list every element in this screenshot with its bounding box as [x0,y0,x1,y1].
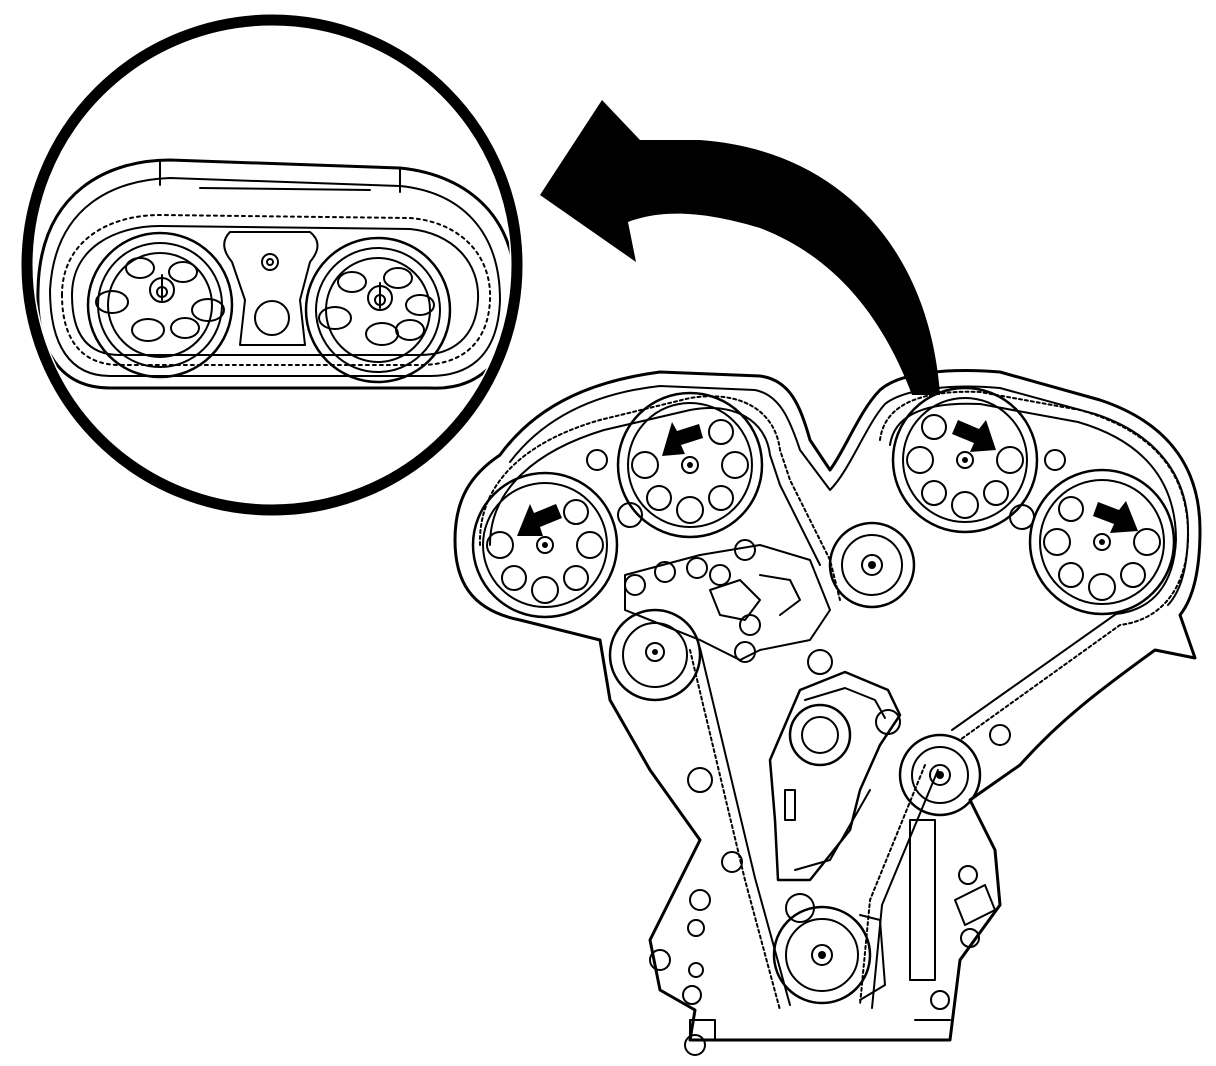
timing-cover-outline [453,369,1202,1042]
crankshaft-sprocket [772,905,886,1005]
detail-timing-belt [61,214,492,366]
upper-idler-pulley [828,521,916,609]
tensioner-bracket [768,670,902,882]
detail-view [21,14,523,516]
magnifier-circle-icon [21,14,523,516]
cover-bolts [586,449,1066,1010]
tensioner-pulley [898,733,982,817]
right-intake-sprocket [1028,468,1176,616]
arrow-marker-icon [662,422,703,456]
water-pump-pulley [788,703,852,767]
curved-arrow-icon [540,100,940,395]
right-belt-run [879,390,1190,741]
arrow-marker-icon [952,420,996,452]
alignment-markers [517,420,1138,536]
left-intake-sprocket [471,471,619,619]
right-exhaust-sprocket [891,386,1039,534]
left-exhaust-sprocket [616,391,764,539]
arrow-marker-icon [1093,501,1138,533]
arrow-marker-icon [517,504,562,536]
left-idler-pulley [608,608,702,702]
center-mount-bracket [624,544,831,661]
detail-center-plate [223,231,319,346]
engine-front-view [453,369,1202,1056]
detail-sprocket-left [86,231,234,379]
detail-sprocket-right [304,236,452,384]
detail-belt-cover [36,158,510,390]
